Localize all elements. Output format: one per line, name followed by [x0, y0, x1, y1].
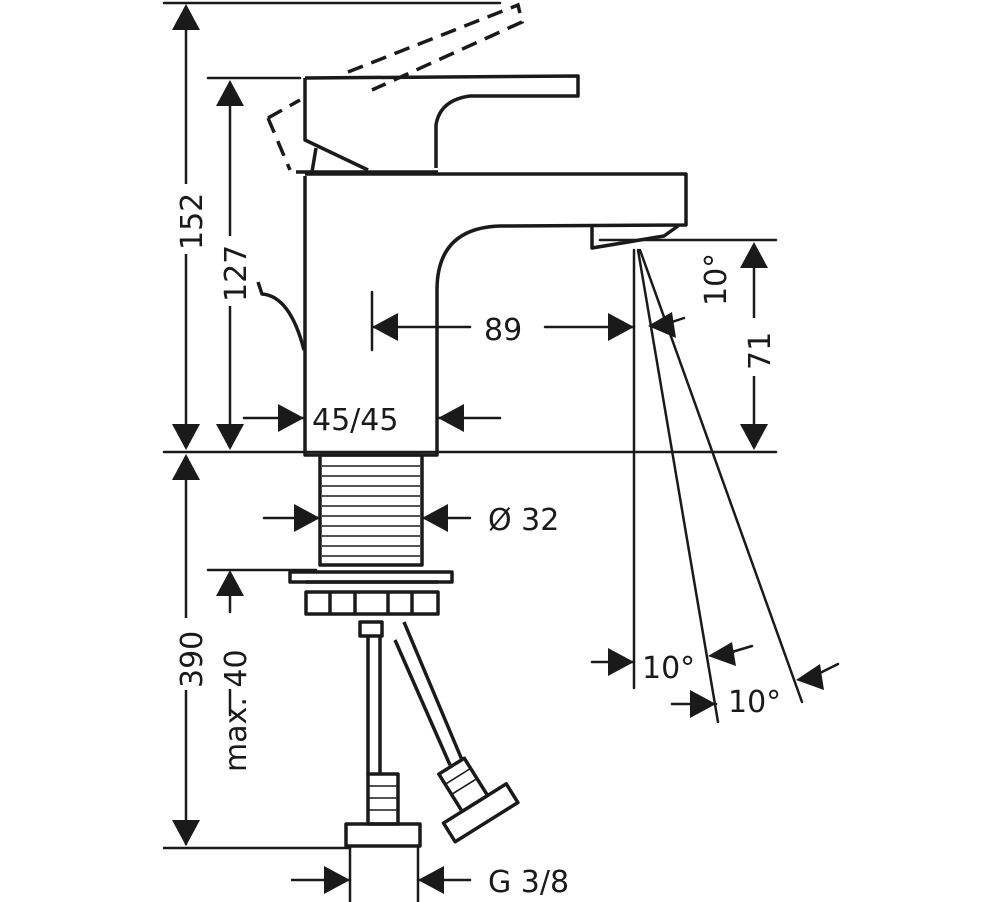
lever-handle: [303, 74, 580, 172]
popup-rod: [256, 281, 306, 351]
dimension-lines: [162, 1, 840, 902]
lever-open-position: [266, 2, 525, 171]
dim-10deg-lower-1: 10°: [642, 651, 695, 686]
dim-g-3-8: G 3/8: [488, 865, 569, 900]
body-outline: [303, 172, 688, 457]
supply-hoses: [344, 620, 520, 848]
dim-152: 152: [175, 193, 210, 250]
aerator: [590, 224, 680, 250]
shank: [288, 453, 454, 616]
dim-diameter-32: Ø 32: [488, 503, 559, 538]
dimension-labels: 152 127 390 max. 40 71 10° 89 45/45 Ø 32…: [168, 184, 790, 900]
dim-10deg-lower-2: 10°: [728, 685, 781, 720]
dim-127: 127: [219, 245, 254, 302]
dim-390: 390: [175, 631, 210, 688]
dim-45-45: 45/45: [312, 403, 398, 438]
faucet-body: [256, 2, 688, 457]
dim-71: 71: [743, 332, 778, 370]
dim-max-40: max. 40: [219, 649, 254, 772]
dim-89: 89: [484, 313, 522, 348]
dim-10deg-spout: 10°: [699, 253, 734, 306]
